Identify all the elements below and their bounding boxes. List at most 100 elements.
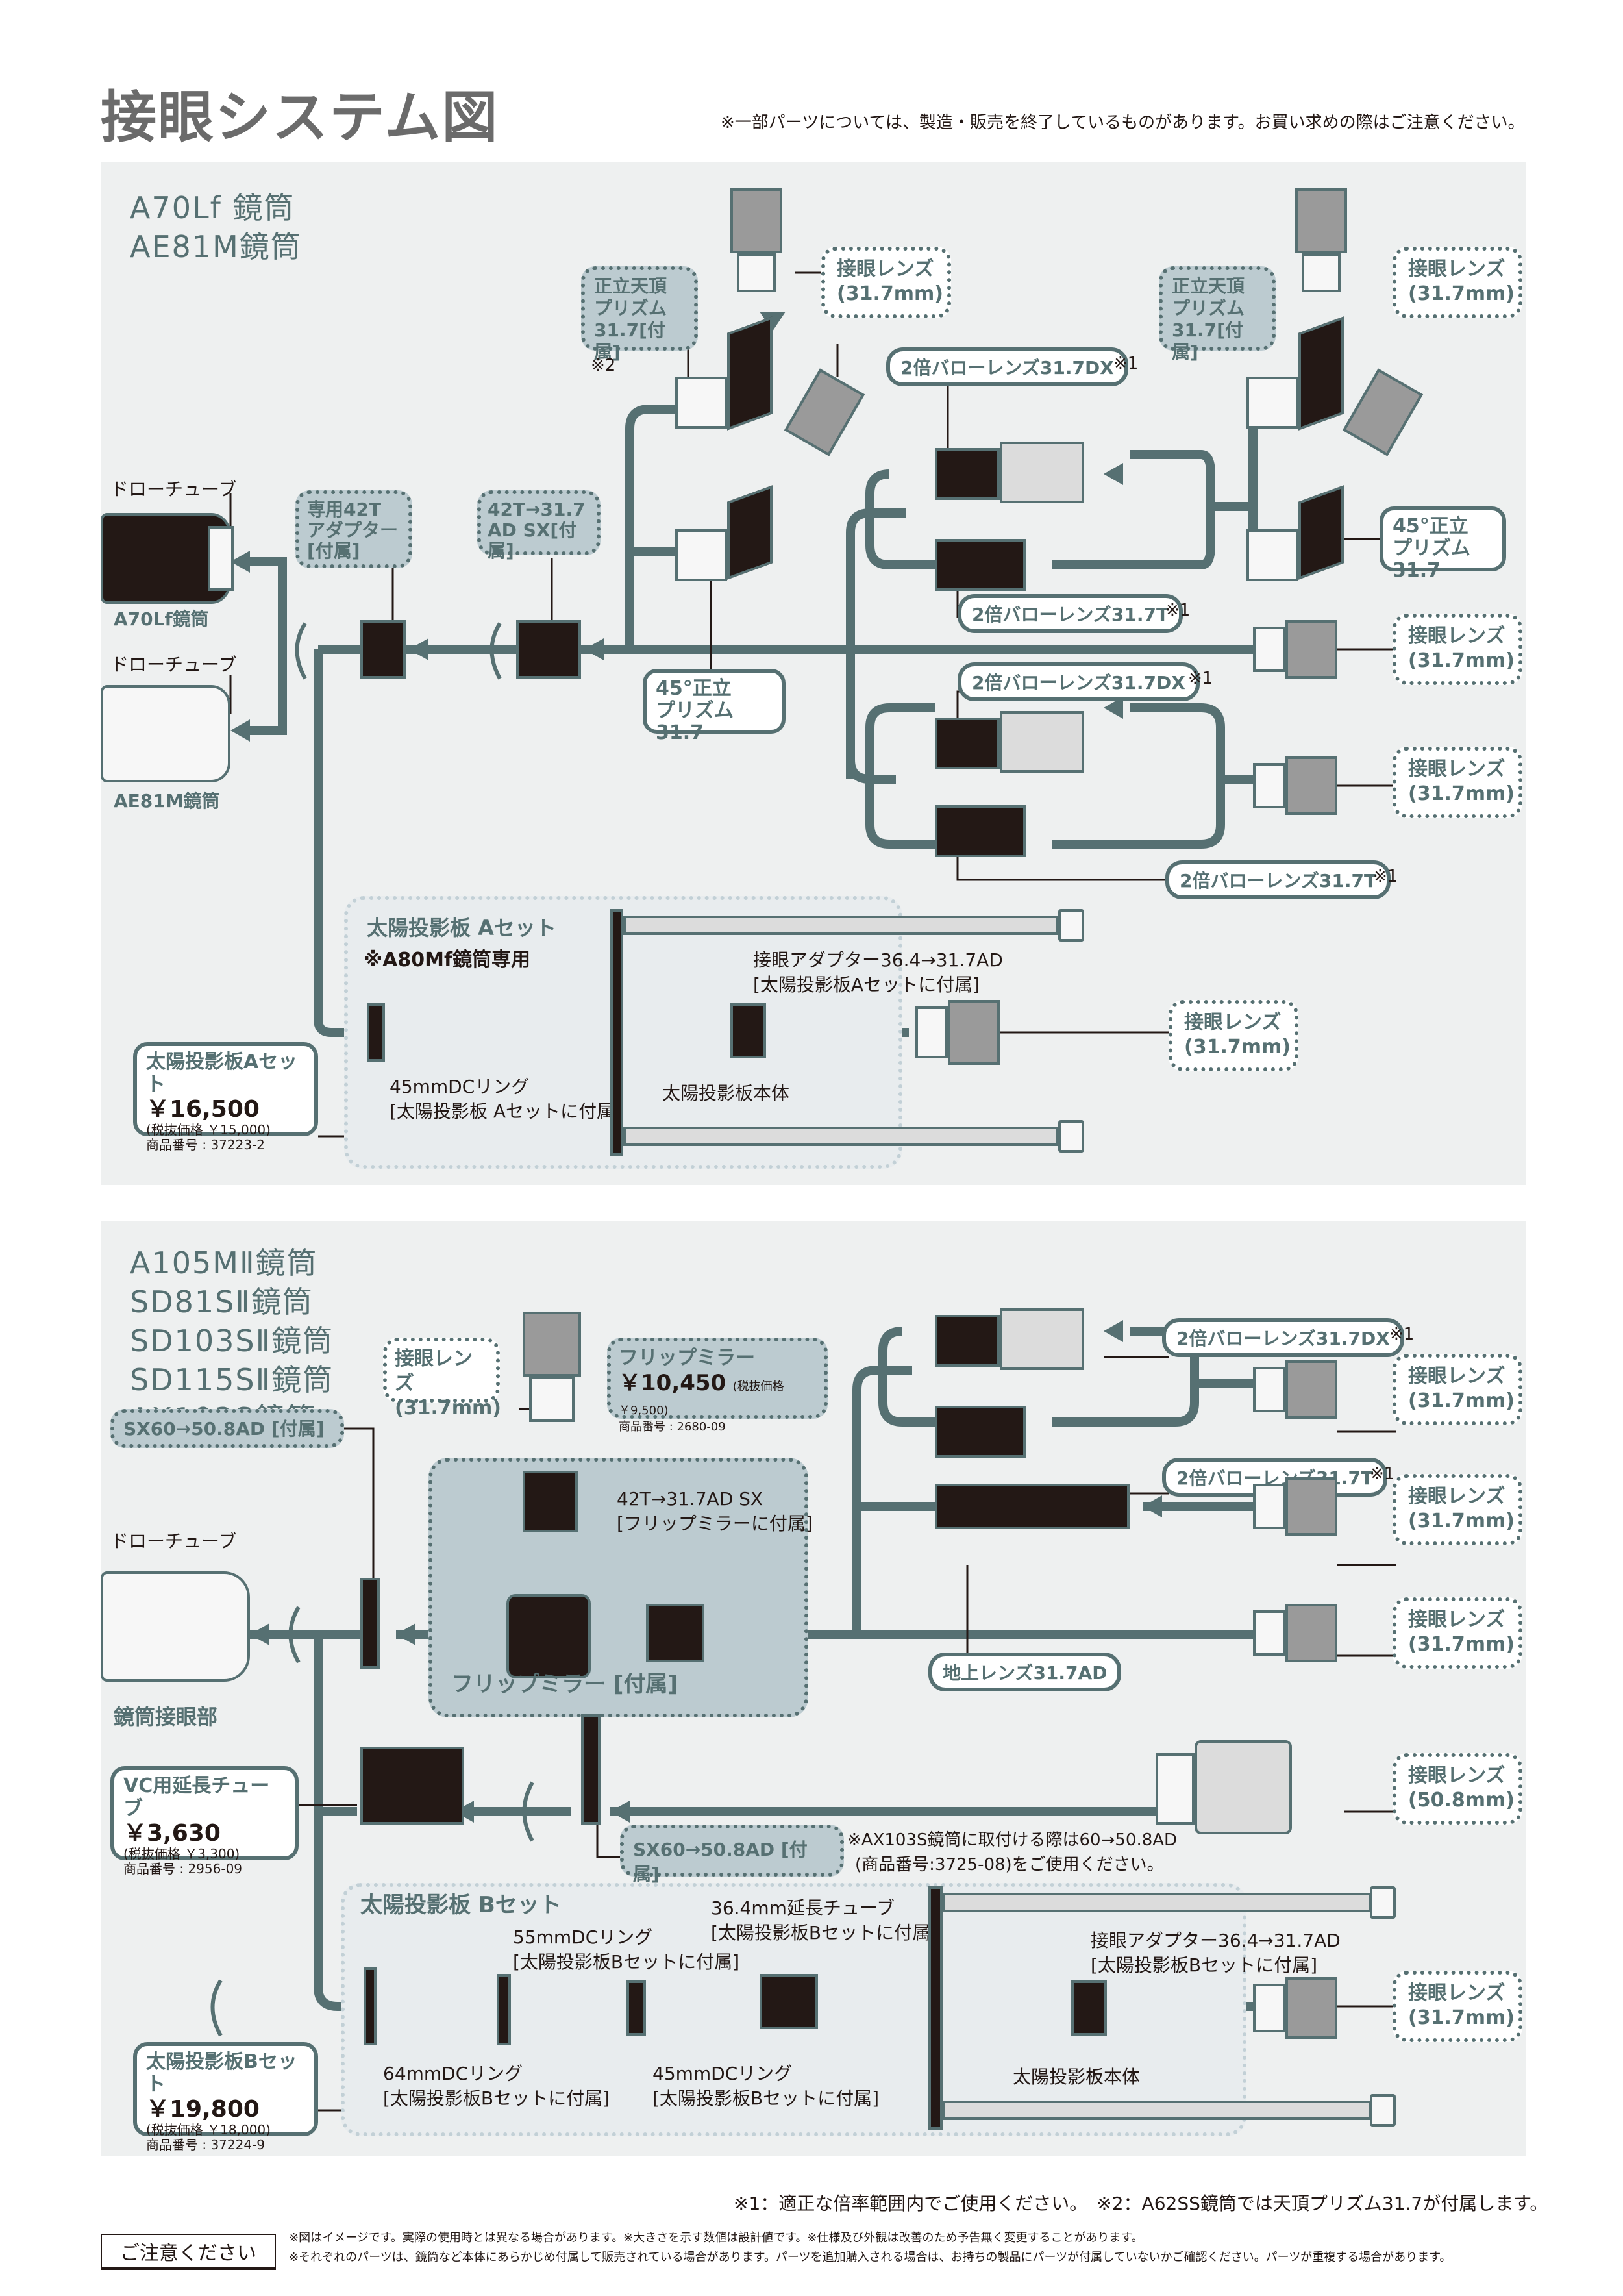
page-title: 接眼システム図 xyxy=(101,85,499,150)
sx60-adapter-part-2 xyxy=(581,1714,601,1825)
series-item: SD103SⅡ鏡筒 xyxy=(130,1323,334,1358)
barlow-dx-label: 2倍バローレンズ31.7DX xyxy=(886,347,1128,386)
barlow-dx-tube xyxy=(1000,1308,1084,1370)
terrestrial-lens-part xyxy=(935,1484,1130,1529)
zenith-note: ※2 xyxy=(591,356,616,375)
eyepiece-top-left-barrel xyxy=(737,253,776,292)
ad-sx-part xyxy=(516,620,581,679)
series-item: SD115SⅡ鏡筒 xyxy=(130,1362,334,1397)
eyepiece-sun xyxy=(948,1000,1000,1065)
draw-tube-label: ドローチューブ xyxy=(110,1530,237,1552)
price: ￥19,800 xyxy=(146,2096,260,2123)
eyepiece-508-box: 接眼レンズ (50.8mm) xyxy=(1393,1753,1522,1825)
eyepiece xyxy=(1285,1604,1337,1662)
eyepiece-mid xyxy=(1285,620,1337,679)
sun-board-body-label: 太陽投影板本体 xyxy=(662,1082,790,1104)
scope-ae81m-image xyxy=(101,685,230,782)
sun-set-a-title: 太陽投影板 Aセット xyxy=(367,916,556,940)
sun-set-b-price-box: 太陽投影板Bセット ￥19,800 (税抜価格 ￥18,000) 商品番号 : … xyxy=(133,2042,318,2152)
rail-end-top xyxy=(1370,1886,1396,1919)
barlow-t-label: 2倍バローレンズ31.7T xyxy=(1165,860,1391,899)
note-mark: ※1 xyxy=(1370,1464,1395,1484)
terrestrial-lens-label: 地上レンズ31.7AD xyxy=(928,1653,1122,1691)
prism45-left-body xyxy=(727,485,773,580)
eyepiece-top-left xyxy=(730,188,782,253)
sun-board-a xyxy=(610,909,623,1156)
barlow-dx-part xyxy=(935,1315,1000,1367)
sun-rail-bottom xyxy=(623,1127,1058,1146)
eyepiece xyxy=(1285,1360,1337,1419)
barlow-dx-tube xyxy=(1000,442,1084,503)
eyepiece-sun-barrel xyxy=(1253,1984,1285,2032)
barlow-dx-label: 2倍バローレンズ31.7DX xyxy=(1162,1318,1404,1357)
rail-end-top xyxy=(1058,909,1084,942)
eyepiece-box: 接眼レンズ (31.7mm) xyxy=(1393,747,1522,818)
draw-tube-a70lf xyxy=(208,526,234,591)
caution-label: ご注意ください xyxy=(101,2234,276,2270)
eyepiece-box: 接眼レンズ (31.7mm) xyxy=(1393,1354,1522,1425)
zenith-prism-box-right: 正立天頂 プリズム 31.7[付属] xyxy=(1159,266,1276,363)
sun-rail-top xyxy=(623,916,1058,935)
ring55-label: 55mmDCリング [太陽投影板Bセットに付属] xyxy=(513,1927,740,1973)
eyepiece-box: 接眼レンズ (31.7mm) xyxy=(383,1338,501,1419)
sun-set-a-price-box: 太陽投影板Aセット ￥16,500 (税抜価格 ￥15,000) 商品番号 : … xyxy=(133,1042,318,1153)
ad-sx-part xyxy=(523,1471,578,1532)
eyepiece-box: 接眼レンズ (31.7mm) xyxy=(1169,1000,1298,1071)
eyepiece-top-right-barrel xyxy=(1302,253,1341,292)
product-code: 商品番号 : 37223-2 xyxy=(146,1137,266,1153)
series-item: AE81M鏡筒 xyxy=(130,229,302,264)
barlow-t-part xyxy=(935,805,1026,857)
barlow-dx-part xyxy=(935,448,1000,500)
product-code: 商品番号 : 37224-9 xyxy=(146,2137,266,2153)
ring55-part xyxy=(497,1974,511,2045)
flip-mirror-zone xyxy=(428,1458,808,1717)
rail-end-bottom xyxy=(1370,2094,1396,2127)
prism45-box: 45°正立 プリズム 31.7 xyxy=(643,669,786,744)
scope-a70lf-label: A70Lf鏡筒 xyxy=(114,608,209,630)
zenith-prism-right xyxy=(1246,377,1298,429)
sun-set-b-title: 太陽投影板 Bセット xyxy=(360,1892,562,1918)
sx60-adapter-part xyxy=(360,1578,380,1669)
sun-rail-top xyxy=(943,1893,1371,1912)
eyepiece-508 xyxy=(1195,1740,1292,1834)
prism45-right-body xyxy=(1298,485,1344,580)
eyepiece-barrel xyxy=(1253,1367,1285,1412)
series-item: A70Lf 鏡筒 xyxy=(130,190,295,225)
ad-sx-label: 42T→31.7AD SX [フリップミラーに付属] xyxy=(617,1488,813,1534)
eyepiece-box: 接眼レンズ (31.7mm) xyxy=(821,247,951,318)
ring45-part xyxy=(367,1003,385,1062)
vc-tube-part xyxy=(360,1747,464,1825)
ring45-label: 45mmDCリング [太陽投影板 Aセットに付属] xyxy=(390,1076,622,1122)
price: ￥16,500 xyxy=(146,1096,260,1123)
note-mark: ※1 xyxy=(1188,669,1213,688)
barlow-t-part xyxy=(935,1406,1026,1458)
barlow-dx-tube xyxy=(1000,711,1084,773)
note-mark: ※1 xyxy=(1373,867,1398,886)
prism45-box-right: 45°正立 プリズム31.7 xyxy=(1380,506,1506,582)
ring45-label: 45mmDCリング [太陽投影板Bセットに付属] xyxy=(652,2063,880,2109)
barlow-dx-part xyxy=(935,718,1000,769)
flip-mirror-name: フリップミラー xyxy=(619,1347,755,1369)
eyepiece-top-barrel xyxy=(529,1377,575,1422)
zenith-prism-left xyxy=(675,377,727,429)
eyepiece-adapter-label: 接眼アダプター36.4→31.7AD [太陽投影板Bセットに付属] xyxy=(1091,1930,1341,1976)
eyepiece-top xyxy=(523,1312,581,1377)
eyepiece xyxy=(1285,1477,1337,1536)
ring45-part xyxy=(626,1980,646,2036)
price: ￥3,630 xyxy=(123,1820,221,1847)
eyepiece-mid-barrel xyxy=(1253,627,1285,672)
scope-eyepiece-section-image xyxy=(101,1571,250,1682)
eyepiece-lower xyxy=(1285,756,1337,815)
eyepiece-adapter-label: 接眼アダプター36.4→31.7AD [太陽投影板Aセットに付属] xyxy=(753,949,1003,995)
eyepiece-top-right xyxy=(1295,188,1347,253)
vc-tube-price-box: VC用延長チューブ ￥3,630 (税抜価格 ￥3,300) 商品番号 : 29… xyxy=(110,1766,299,1877)
eyepiece-508-barrel xyxy=(1156,1753,1195,1825)
draw-tube-label: ドローチューブ xyxy=(110,654,237,675)
zenith-prism-left-body xyxy=(727,316,773,430)
tube364-part xyxy=(760,1974,818,2029)
sun-board-b xyxy=(928,1886,943,2130)
eyepiece-adapter-part xyxy=(730,1003,766,1058)
sun-set-a-subtitle: ※A80Mf鏡筒専用 xyxy=(364,949,531,971)
zenith-prism-right-body xyxy=(1298,316,1344,430)
discontinued-notice: ※一部パーツについては、製造・販売を終了しているものがあります。お買い求めの際は… xyxy=(721,113,1525,132)
